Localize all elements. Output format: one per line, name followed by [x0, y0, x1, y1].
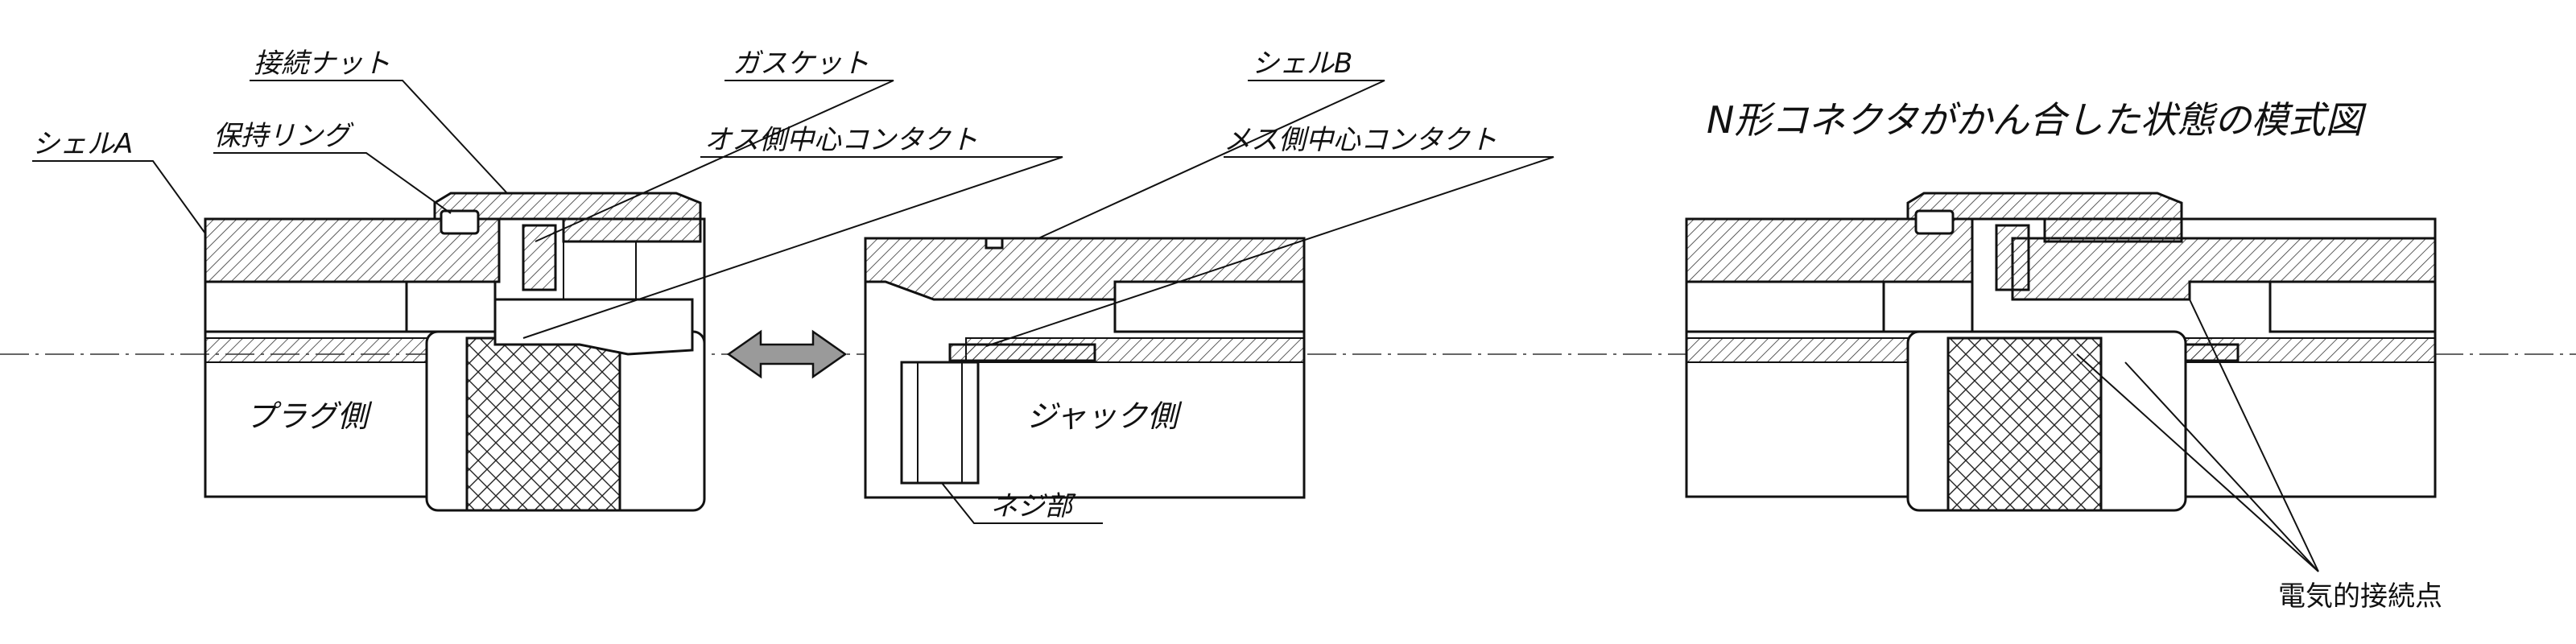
double-arrow-icon — [726, 329, 848, 379]
plug-insulator — [204, 280, 408, 333]
mated-nut-knurl — [1946, 336, 2103, 512]
label-contact-points: 電気的接続点 — [2278, 580, 2442, 613]
mated-assembly — [1685, 192, 2437, 512]
gasket — [522, 224, 557, 291]
jack-insulator — [1113, 280, 1306, 333]
male-center-contact — [493, 298, 694, 356]
label-female-contact: メス側中心コンタクト — [1224, 124, 1497, 156]
mated-insulator-3 — [2268, 280, 2437, 333]
label-plug-side: プラグ側 — [246, 398, 373, 434]
mated-retaining-ring — [1914, 209, 1955, 235]
diagram-title: N形コネクタがかん合した状態の模式図 — [1707, 98, 2368, 142]
label-shell-a: シェルA — [32, 128, 133, 160]
mated-shell-b — [2011, 237, 2437, 301]
label-gasket: ガスケット — [733, 47, 869, 80]
plug-insulator-2 — [405, 280, 497, 333]
label-thread: ネジ部 — [990, 490, 1076, 522]
mated-gasket — [1995, 224, 2030, 291]
label-jack-side: ジャック側 — [1026, 398, 1183, 434]
label-retaining-ring: 保持リング — [213, 120, 354, 152]
jack-assembly — [864, 237, 1306, 499]
retaining-ring — [440, 209, 480, 235]
female-center-contact — [948, 343, 1096, 362]
plug-assembly — [204, 192, 706, 512]
mated-insulator-2 — [1882, 280, 1974, 333]
leader-lines — [32, 80, 2319, 572]
label-coupling-nut: 接続ナット — [254, 47, 390, 80]
mated-insulator — [1685, 280, 1885, 333]
thread-part — [900, 361, 980, 485]
label-male-contact: オス側中心コンタクト — [704, 124, 978, 156]
label-shell-b: シェルB — [1252, 47, 1352, 80]
coupling-nut-knurl — [465, 336, 621, 512]
